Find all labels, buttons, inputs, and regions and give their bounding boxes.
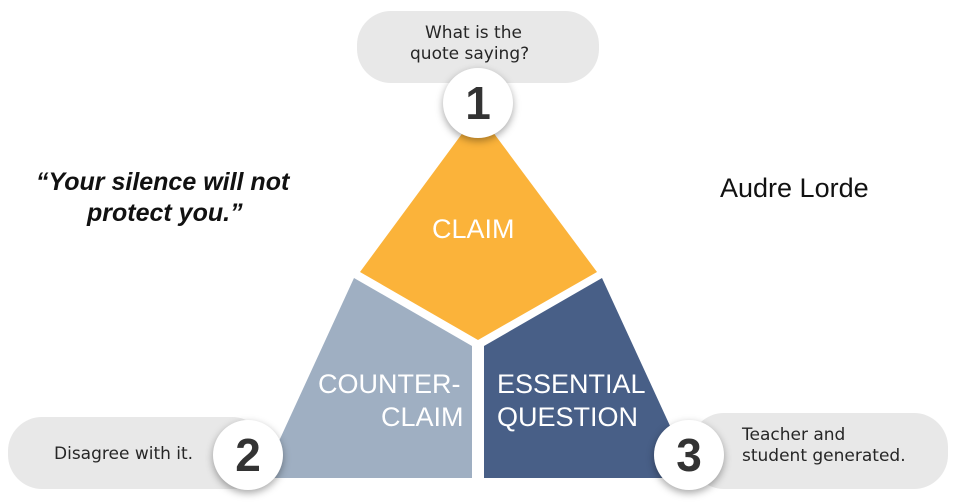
- counter-claim-label-line2: CLAIM: [381, 402, 464, 432]
- step-1-text-line2: quote saying?: [410, 44, 530, 64]
- step-1-text-line1: What is the: [425, 23, 522, 43]
- quote-line2: protect you.”: [87, 199, 243, 227]
- claim-segment: [360, 112, 597, 340]
- step-2-text: Disagree with it.: [54, 444, 194, 464]
- counter-claim-segment: [262, 278, 472, 478]
- essential-question-label-line1: ESSENTIAL: [497, 369, 646, 399]
- counter-claim-label-line1: COUNTER-: [318, 369, 461, 399]
- step-3-text-line1: Teacher and: [742, 425, 846, 445]
- essential-question-label-line2: QUESTION: [497, 402, 639, 432]
- quote-line1: “Your silence will not: [36, 168, 290, 196]
- author-name: Audre Lorde: [720, 173, 869, 203]
- step-3-number-badge: 3: [654, 420, 724, 490]
- step-1-number-badge: 1: [443, 68, 513, 138]
- essential-question-segment: [484, 278, 694, 478]
- step-2-number-badge: 2: [213, 420, 283, 490]
- claim-label: CLAIM: [432, 214, 515, 244]
- step-3-bubble: [690, 413, 948, 489]
- step-3-text-line2: student generated.: [742, 446, 906, 466]
